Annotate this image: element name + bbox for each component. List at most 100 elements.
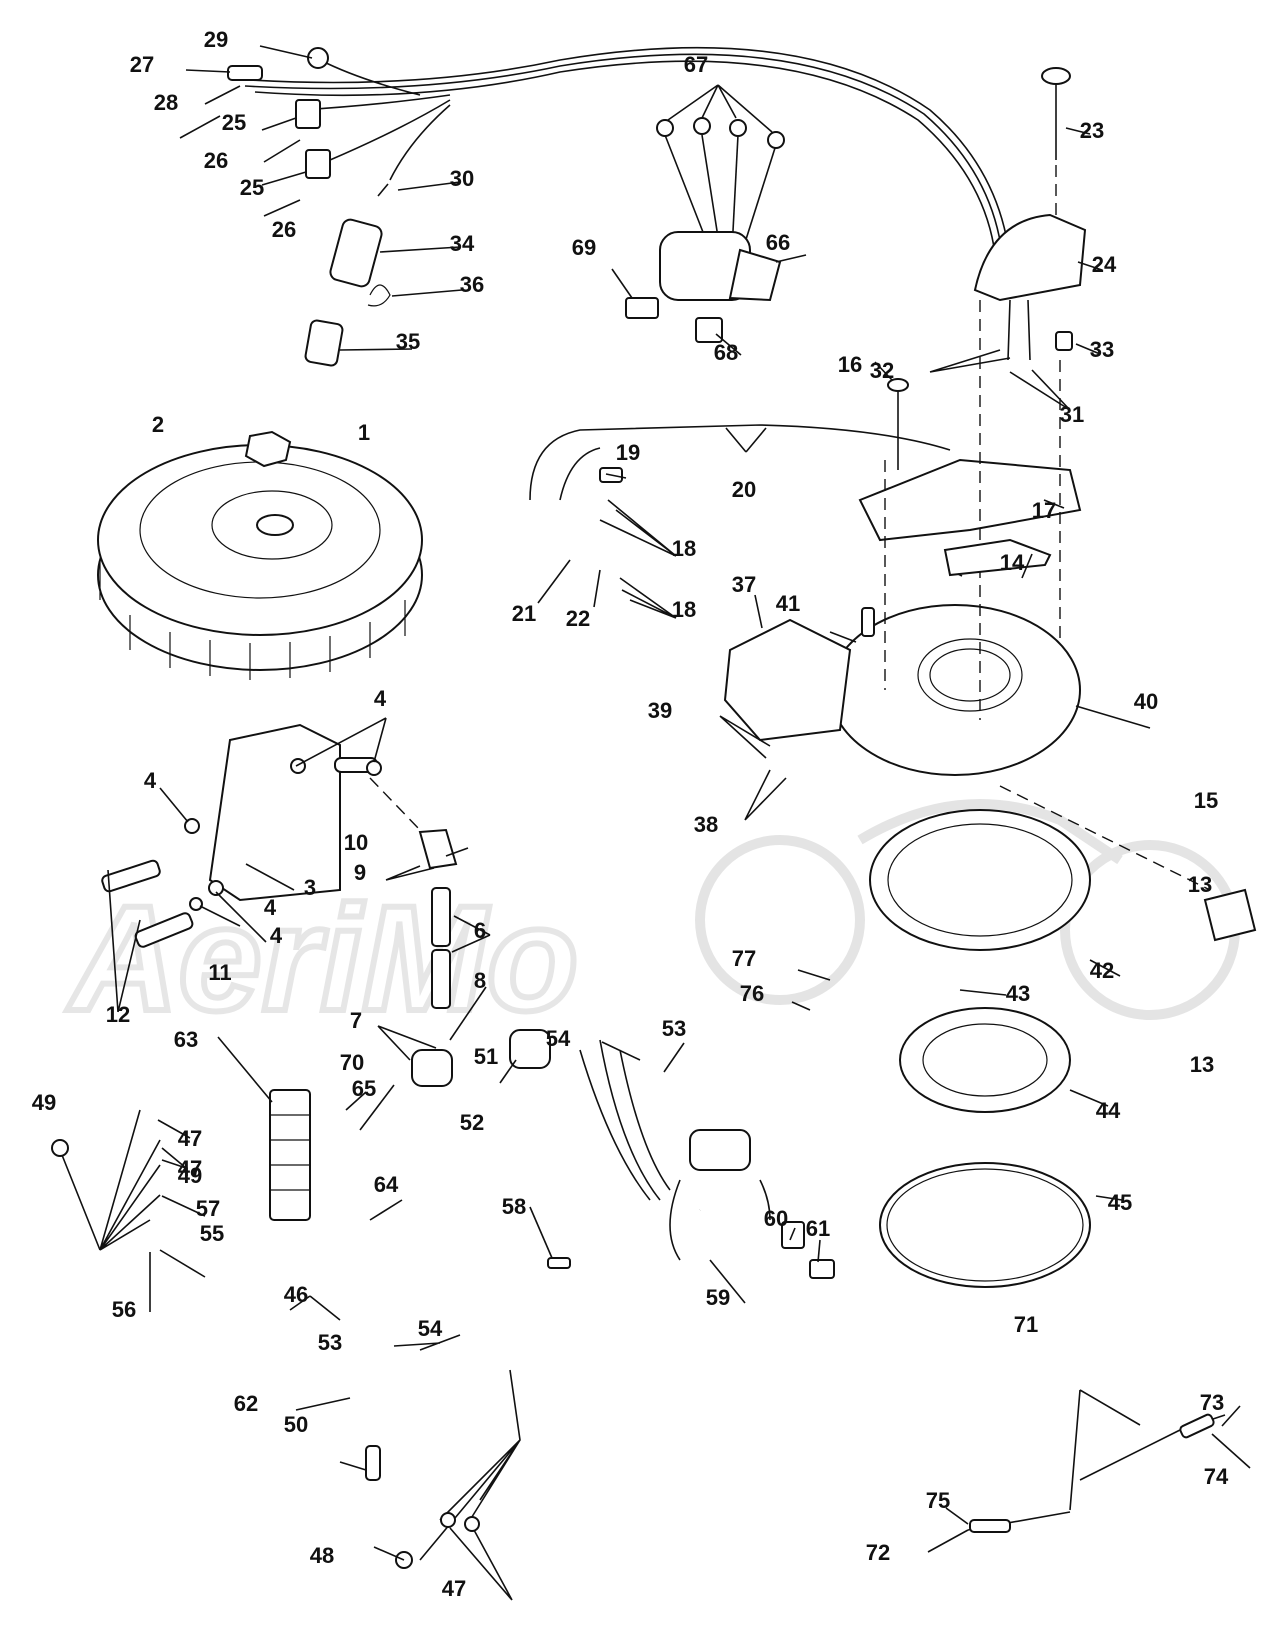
ignition-coil: [208, 723, 341, 902]
callout-label-6: 6: [474, 918, 486, 943]
callout-label-32: 32: [870, 358, 894, 383]
callout-label-11: 11: [208, 960, 231, 985]
upper-wire-harness: [227, 46, 1011, 263]
callout-label-24: 24: [1092, 252, 1117, 277]
callout-label-66: 66: [766, 230, 790, 255]
spark-plug-boot: [305, 149, 331, 179]
callout-label-37: 37: [732, 572, 756, 597]
callout-label-71: 71: [1014, 1312, 1038, 1337]
callout-label-31: 31: [1060, 402, 1084, 427]
callout-label-56: 56: [112, 1297, 136, 1322]
callout-label-76: 76: [740, 981, 764, 1006]
callout-label-27: 27: [130, 52, 154, 77]
connector-plug: [304, 319, 344, 367]
callout-label-43: 43: [1006, 981, 1030, 1006]
callout-label-47: 47: [178, 1126, 202, 1151]
callout-label-51: 51: [474, 1044, 498, 1069]
screw-head: [1041, 67, 1071, 85]
callout-label-18: 18: [672, 597, 696, 622]
terminal-sleeve: [329, 218, 383, 288]
callout-label-22: 22: [566, 606, 590, 631]
screw: [625, 297, 659, 319]
callout-label-35: 35: [396, 329, 420, 354]
callout-label-19: 19: [616, 440, 640, 465]
callout-label-23: 23: [1080, 118, 1104, 143]
callout-label-57: 57: [196, 1196, 220, 1221]
callout-label-14: 14: [1000, 550, 1025, 575]
callout-label-69: 69: [572, 235, 596, 260]
flywheel: [97, 444, 423, 680]
callout-label-74: 74: [1204, 1464, 1229, 1489]
callout-label-30: 30: [450, 166, 474, 191]
callout-label-8: 8: [474, 968, 486, 993]
watermark-wheel: [695, 835, 865, 1005]
callout-label-34: 34: [450, 231, 475, 256]
connector: [689, 1129, 751, 1171]
callout-label-28: 28: [154, 90, 178, 115]
callout-label-29: 29: [204, 27, 228, 52]
watermark-logo: AeriMo: [63, 799, 1240, 1045]
callout-label-4: 4: [264, 895, 277, 920]
callout-label-60: 60: [764, 1206, 788, 1231]
callout-label-17: 17: [1032, 498, 1056, 523]
callout-label-46: 46: [284, 1282, 308, 1307]
charge-coil: [723, 618, 852, 742]
callout-label-13: 13: [1188, 872, 1212, 897]
callout-label-73: 73: [1200, 1390, 1224, 1415]
retaining-ring: [879, 1162, 1091, 1288]
callout-label-4: 4: [144, 768, 157, 793]
callout-label-47: 47: [178, 1156, 202, 1181]
callout-label-33: 33: [1090, 337, 1114, 362]
connector: [509, 1029, 551, 1069]
timer-base: [858, 458, 1082, 542]
terminal-block: [269, 1089, 311, 1221]
callout-label-7: 7: [350, 1008, 362, 1033]
callout-label-4: 4: [270, 923, 283, 948]
callout-label-2: 2: [152, 412, 164, 437]
callout-label-18: 18: [672, 536, 696, 561]
flywheel-nut: [244, 430, 292, 468]
ring-terminal: [307, 47, 329, 69]
callout-label-25: 25: [240, 175, 264, 200]
callout-label-72: 72: [866, 1540, 890, 1565]
callout-label-45: 45: [1108, 1190, 1132, 1215]
spring-clip: [367, 284, 391, 307]
callout-label-53: 53: [318, 1330, 342, 1355]
callout-label-26: 26: [272, 217, 296, 242]
callout-label-49: 49: [32, 1090, 56, 1115]
callout-label-36: 36: [460, 272, 484, 297]
callout-label-68: 68: [714, 340, 738, 365]
stator-plate-assembly: [529, 300, 1082, 776]
watermark-text: AeriMo: [66, 874, 578, 1042]
leader-lines: [107, 45, 1251, 1601]
callout-label-58: 58: [502, 1194, 526, 1219]
screw: [695, 317, 723, 343]
callout-label-16: 16: [838, 352, 862, 377]
callout-label-62: 62: [234, 1391, 258, 1416]
lower-wire-harness: [51, 1029, 835, 1569]
callout-label-20: 20: [732, 477, 756, 502]
callout-label-59: 59: [706, 1285, 730, 1310]
cover-bracket: [973, 213, 1087, 302]
callout-label-54: 54: [546, 1026, 571, 1051]
callout-label-10: 10: [344, 830, 368, 855]
callout-label-4: 4: [374, 686, 387, 711]
callout-label-48: 48: [310, 1543, 334, 1568]
watermark-wheel: [1060, 840, 1240, 1020]
callout-label-67: 67: [684, 52, 708, 77]
callout-label-25: 25: [222, 110, 246, 135]
callout-label-50: 50: [284, 1412, 308, 1437]
callout-label-38: 38: [694, 812, 718, 837]
callout-label-63: 63: [174, 1027, 198, 1052]
callout-label-65: 65: [352, 1076, 376, 1101]
spark-plug-boot: [295, 99, 321, 129]
callout-label-21: 21: [512, 601, 536, 626]
callout-label-77: 77: [732, 946, 756, 971]
callout-label-42: 42: [1090, 958, 1114, 983]
cover: [1203, 888, 1257, 942]
callout-label-75: 75: [926, 1488, 950, 1513]
callout-label-53: 53: [662, 1016, 686, 1041]
stator-ring: [869, 809, 1091, 951]
callout-label-12: 12: [106, 1002, 130, 1027]
callout-label-1: 1: [358, 420, 370, 445]
